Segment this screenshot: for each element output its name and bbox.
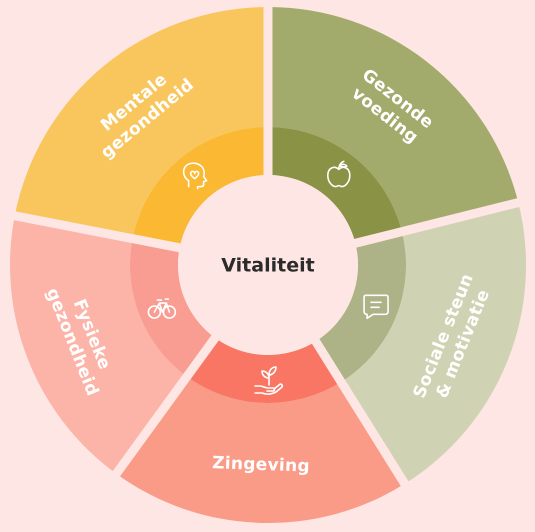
segment-divider [310,337,411,490]
center-circle [178,175,358,355]
center-label: Vitaliteit [221,255,314,277]
segment-outer-gezonde-voeding [268,7,519,232]
segment-divider [9,210,183,253]
chat-bubble-icon [363,294,389,320]
head-heart-icon [182,162,208,190]
segment-divider [352,197,524,249]
bicycle-icon [147,298,177,319]
segment-divider [110,333,220,480]
segment-inner-sociale-steun [315,231,406,383]
hand-plant-icon [254,366,284,395]
segment-label-zingeving: Zingeving [212,453,310,476]
segment-zingeving: Zingeving [116,337,405,523]
segment-sociale-steun: Sociale steun& motivatie [315,202,526,484]
segment-outer-mentale-gezondheid [14,7,268,239]
segment-outer-sociale-steun [341,202,526,484]
segment-inner-gezonde-voeding [268,127,402,244]
segment-fysieke-gezondheid: Fysiekegezondheid [9,215,216,474]
segment-label-line: Zingeving [212,453,310,476]
segment-mentale-gezondheid: Mentalegezondheid [14,7,268,248]
segment-inner-zingeving [186,337,342,403]
apple-icon [327,160,351,188]
segment-outer-zingeving [116,376,405,523]
segment-outer-fysieke-gezondheid [9,215,187,474]
segment-gezonde-voeding: Gezondevoeding [268,7,519,244]
